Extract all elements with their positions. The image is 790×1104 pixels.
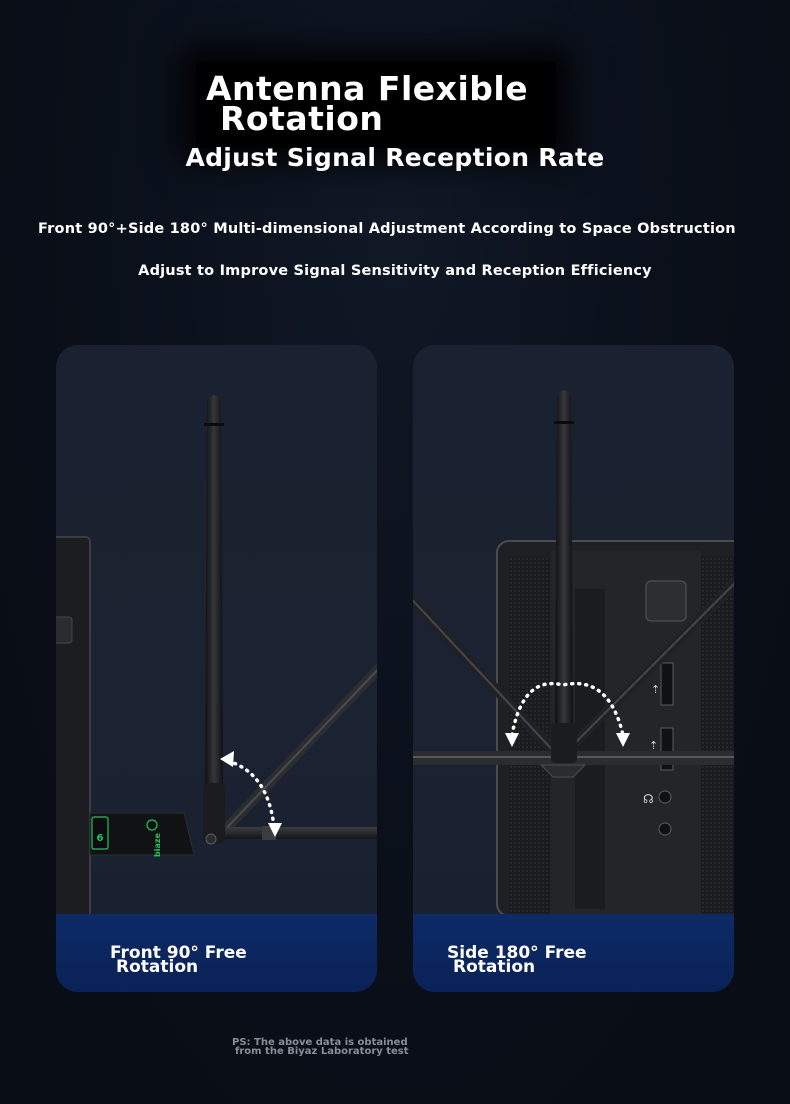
page-subtitle: Adjust Signal Reception Rate: [185, 143, 605, 172]
rotation-arrow-icon: [220, 751, 282, 837]
front-rotation-label-bar: Front 90° Free Rotation: [56, 914, 377, 992]
description-1: Front 90°+Side 180° Multi-dimensional Ad…: [38, 221, 736, 237]
power-button-icon: [645, 580, 687, 622]
footnote-line-2: from the Biyaz Laboratory test: [235, 1046, 409, 1057]
antenna-vertical: [539, 390, 587, 778]
side-rotation-label-bar: Side 180° Free Rotation: [413, 914, 734, 992]
rotation-arrow-icon: [505, 681, 630, 747]
side-label-line-1: Side 180° Free: [447, 943, 587, 963]
title-line-1: Antenna Flexible: [206, 69, 529, 108]
side-rotation-illustration: ⇡ ⇡ ☊: [413, 390, 734, 917]
wifi6-badge: 6: [97, 833, 104, 844]
usb-symbol-icon: ⇡: [649, 739, 658, 752]
usb-wifi-adapter: 6 biaze: [89, 812, 195, 857]
pc-case-front: [56, 536, 91, 918]
front-rotation-panel: 6 biaze Front 90° Free: [56, 345, 377, 992]
antenna-horizontal-position: [216, 826, 377, 840]
footnote: PS: The above data is obtained from the …: [232, 1037, 409, 1057]
front-rotation-label: Front 90° Free Rotation: [110, 943, 330, 977]
usb-port-icon: [660, 662, 674, 706]
antenna-vertical-position: [203, 395, 225, 845]
antenna-left-diagonal: [413, 593, 564, 762]
front-label-line-2: Rotation: [116, 957, 199, 977]
front-rotation-illustration: 6 biaze: [56, 395, 377, 918]
side-rotation-panel: ⇡ ⇡ ☊: [413, 345, 734, 992]
audio-jack-icon: [658, 790, 672, 804]
title-line-2: Rotation: [220, 99, 384, 138]
usb-symbol-icon: ⇡: [651, 683, 660, 696]
antenna-diagonal-position: [213, 663, 377, 842]
side-label-line-2: Rotation: [453, 957, 536, 977]
footnote-line-1: PS: The above data is obtained: [232, 1037, 408, 1048]
side-rotation-label: Side 180° Free Rotation: [447, 943, 667, 977]
front-label-line-1: Front 90° Free: [110, 943, 247, 963]
description-2: Adjust to Improve Signal Sensitivity and…: [138, 263, 652, 279]
brand-logo-icon: [146, 819, 158, 831]
antenna-right-diagonal: [558, 576, 734, 760]
page-title: Antenna Flexible Rotation: [206, 69, 566, 138]
mic-jack-icon: [658, 822, 672, 836]
device-brand: biaze: [153, 832, 162, 857]
headphone-icon: ☊: [643, 792, 654, 806]
title-backdrop: [196, 62, 556, 148]
